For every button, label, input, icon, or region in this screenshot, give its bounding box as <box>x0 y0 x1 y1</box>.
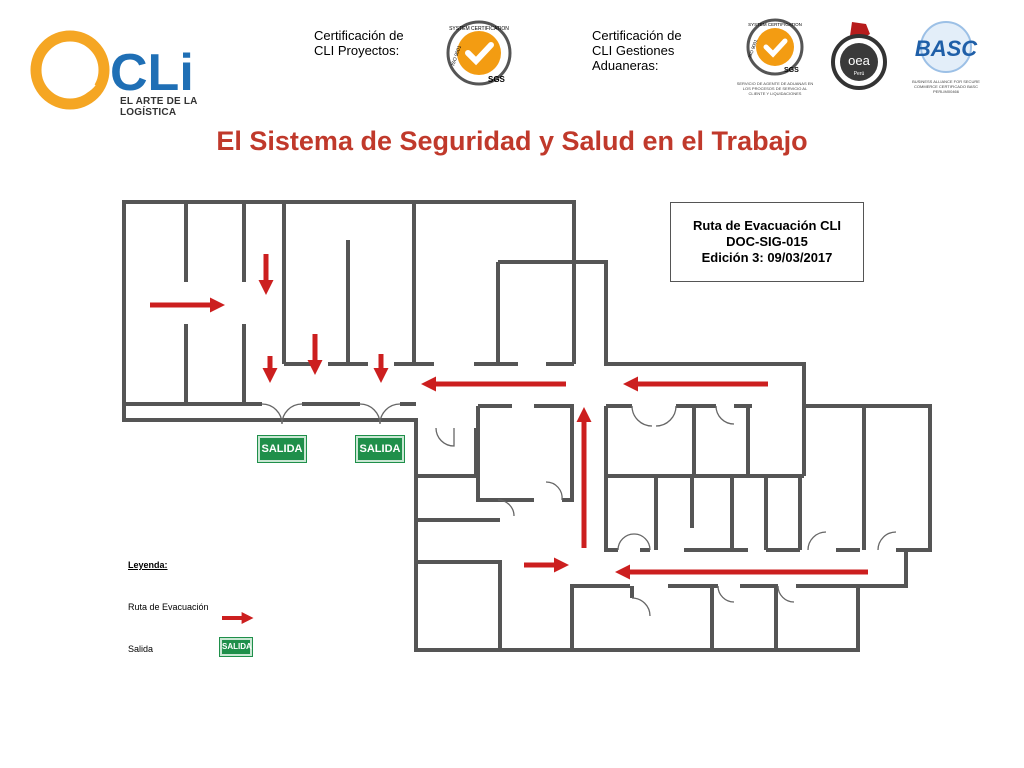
sgs-seal-2-bottom: SGS <box>784 67 799 74</box>
route-info-line2: DOC-SIG-015 <box>726 234 808 249</box>
legend-heading: Leyenda: <box>128 560 168 570</box>
walls <box>122 200 932 652</box>
sgs-seal-2-caption: SERVICIO DE AGENTE DE ADUANAS EN LOS PRO… <box>736 81 814 96</box>
cert-aduaneras-label: Certificación de CLI Gestiones Aduaneras… <box>592 28 682 73</box>
oea-seal-sub: Perú <box>854 71 865 77</box>
exit-sign: SALIDA <box>257 435 307 463</box>
legend: Leyenda: Ruta de Evacuación Salida SALID… <box>128 560 268 660</box>
basc-seal: BASC BUSINESS ALLIANCE FOR SECURE COMMER… <box>904 20 988 94</box>
sgs-seal-1: SYSTEM CERTIFICATION ISO 9001 SGS <box>446 20 512 86</box>
cert-proyectos-label: Certificación de CLI Proyectos: <box>314 28 404 58</box>
sgs-seal-1-top: SYSTEM CERTIFICATION <box>449 26 509 32</box>
route-info-line3: Edición 3: 09/03/2017 <box>701 250 833 265</box>
exit-sign: SALIDA <box>355 435 405 463</box>
sgs-seal-2-side: ISO 9001 <box>747 38 758 58</box>
doors <box>261 403 897 617</box>
legend-route-arrow <box>222 612 254 624</box>
basc-seal-main: BASC <box>915 36 978 61</box>
legend-exit-sign: SALIDA <box>219 637 253 657</box>
legend-exit-label: Salida <box>128 644 154 654</box>
cli-logo: CLi EL ARTE DE LA LOGÍSTICA <box>24 24 230 118</box>
oea-seal-main: oea <box>848 53 870 68</box>
page-title: El Sistema de Seguridad y Salud en el Tr… <box>216 126 808 156</box>
basc-seal-caption: BUSINESS ALLIANCE FOR SECURE COMMERCE CE… <box>912 79 980 94</box>
cli-logo-mark: CLi <box>30 30 194 110</box>
route-info-line1: Ruta de Evacuación CLI <box>692 218 842 233</box>
sgs-seal-2-top: SYSTEM CERTIFICATION <box>748 22 802 27</box>
route-info-box: Ruta de Evacuación CLI DOC-SIG-015 Edici… <box>670 202 864 282</box>
sgs-seal-2: SYSTEM CERTIFICATION ISO 9001 SGS SERVIC… <box>737 18 813 96</box>
oea-seal: oea Perú <box>830 18 888 92</box>
sgs-seal-1-bottom: SGS <box>488 75 506 84</box>
cli-logo-text: CLi <box>110 44 194 102</box>
evacuation-arrows <box>150 254 868 580</box>
cli-logo-tagline: EL ARTE DE LA LOGÍSTICA <box>120 96 198 118</box>
legend-route-label: Ruta de Evacuación <box>128 602 209 612</box>
